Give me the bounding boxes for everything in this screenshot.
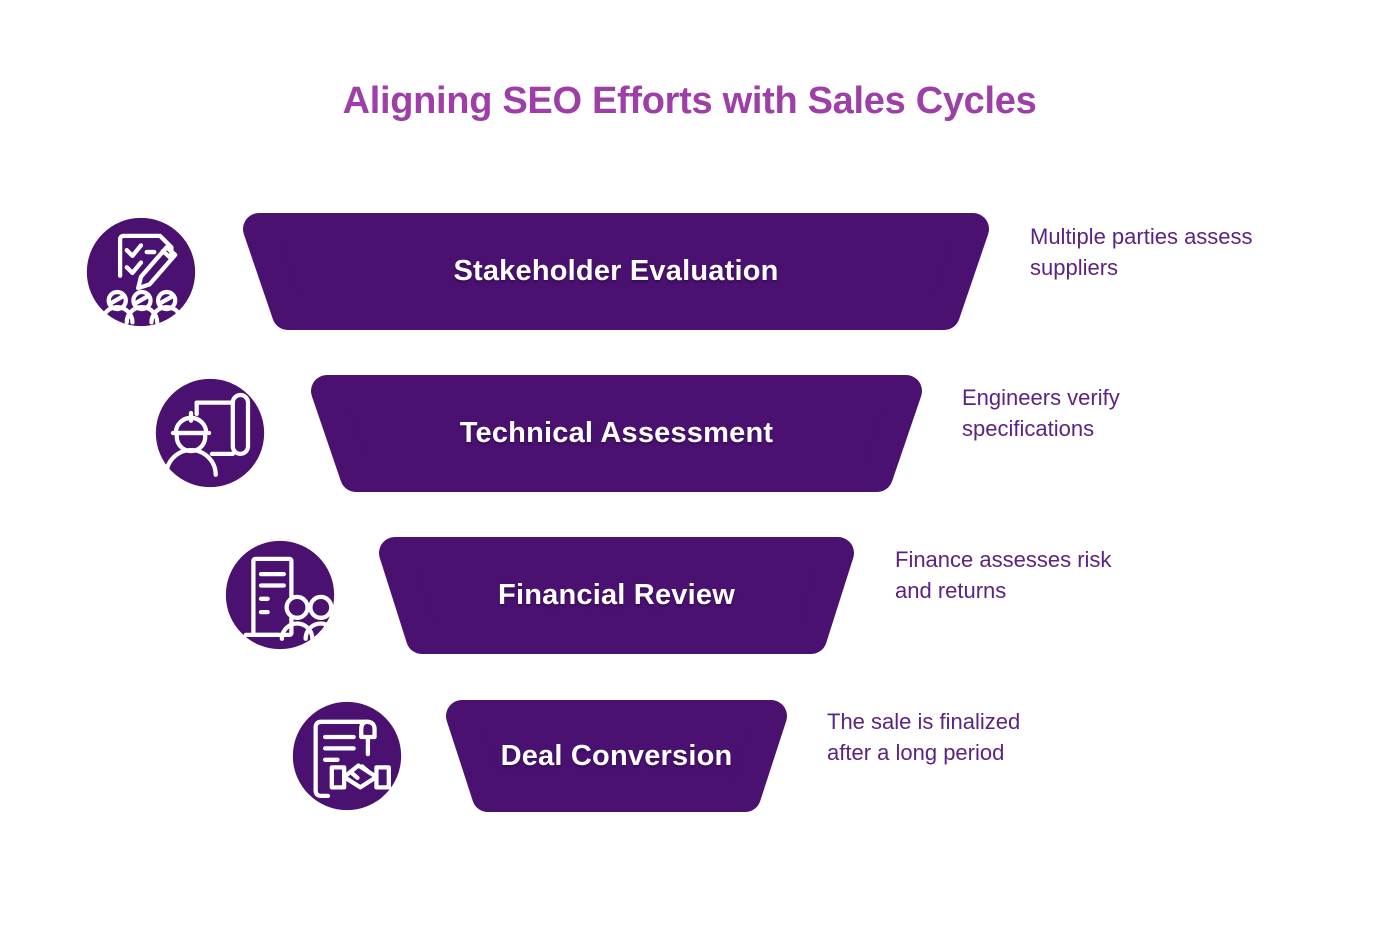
stage-description-3: Finance assesses risk and returns: [895, 547, 1112, 603]
funnel-bar-4: [446, 700, 787, 812]
engineer-blueprint-icon: [153, 376, 267, 490]
contract-handshake-icon: [290, 699, 404, 813]
stage-description-4: The sale is finalized after a long perio…: [827, 709, 1021, 765]
funnel-bar-2: [311, 375, 922, 492]
stage-description-1: Multiple parties assess suppliers: [1030, 224, 1253, 280]
funnel-bar-1: [243, 213, 989, 330]
building-people-icon: [223, 538, 337, 652]
checklist-people-icon: [84, 215, 198, 329]
funnel-bar-3: [379, 537, 854, 654]
page-title: Aligning SEO Efforts with Sales Cycles: [342, 80, 1037, 122]
stage-description-2: Engineers verify specifications: [962, 385, 1120, 441]
